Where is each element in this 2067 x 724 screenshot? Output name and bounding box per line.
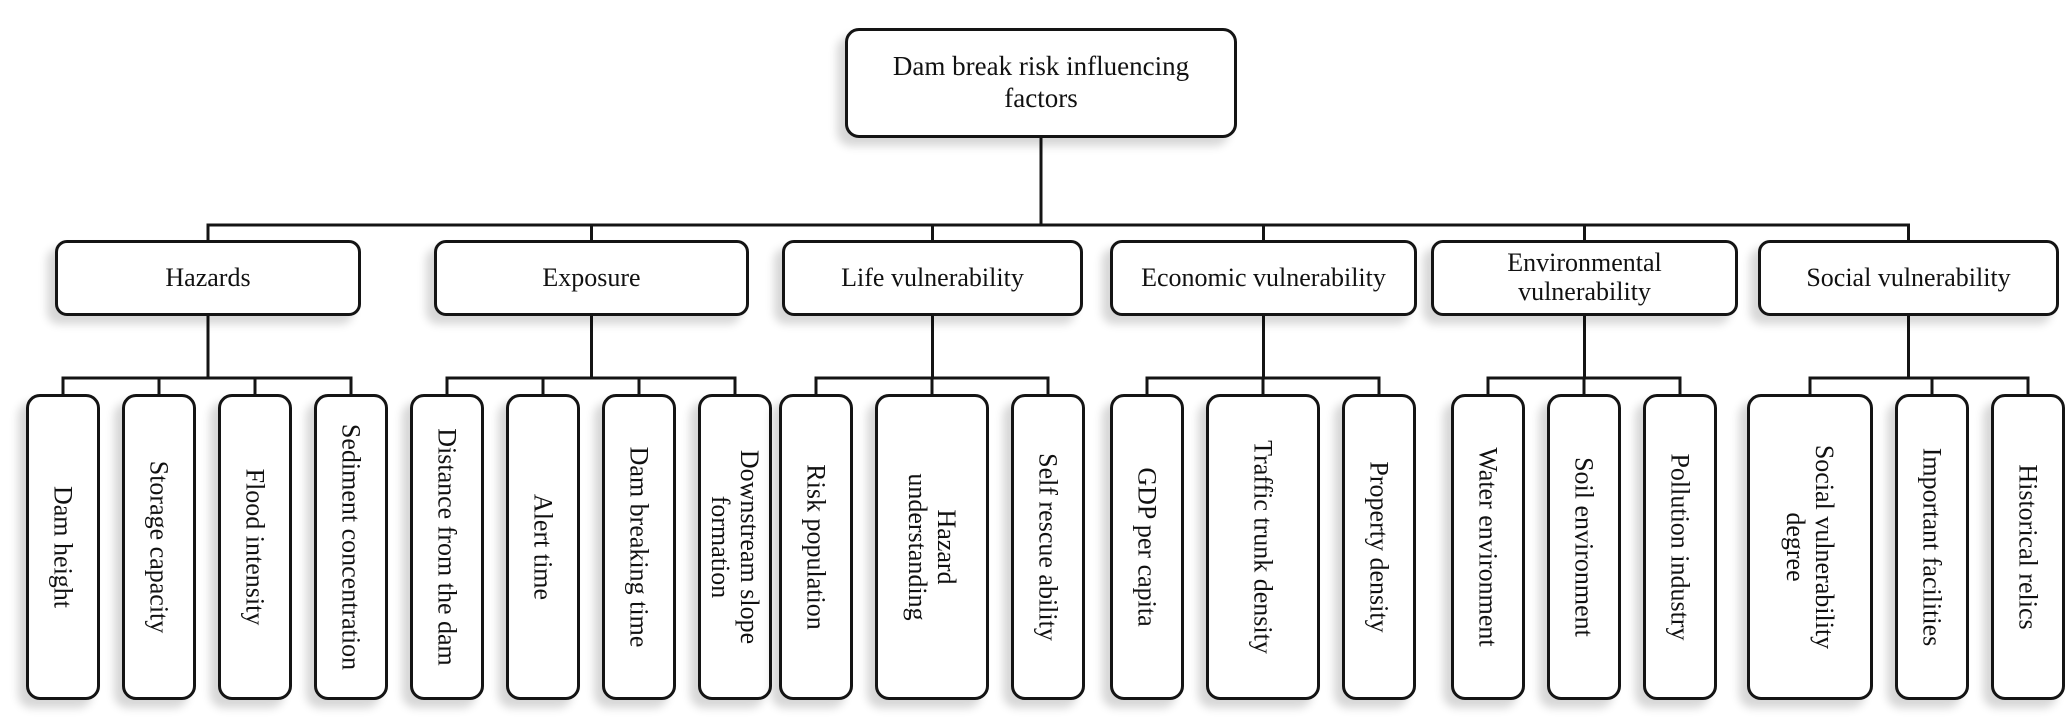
factor-property-density: Property density bbox=[1342, 394, 1416, 700]
factor-downstream-slope-formation: Downstream slope formation bbox=[698, 394, 772, 700]
children-row: Risk population Hazard understanding Sel… bbox=[779, 394, 1085, 700]
factor-sediment-concentration: Sediment concentration bbox=[314, 394, 388, 700]
factor-hazard-understanding: Hazard understanding bbox=[875, 394, 989, 700]
children-row: Distance from the dam Alert time Dam bre… bbox=[410, 394, 772, 700]
category-life-vulnerability: Life vulnerability bbox=[782, 240, 1083, 316]
category-exposure: Exposure bbox=[434, 240, 749, 316]
root-node: Dam break risk influencing factors bbox=[845, 28, 1237, 138]
factor-dam-breaking-time: Dam breaking time bbox=[602, 394, 676, 700]
category-social-vulnerability: Social vulnerability bbox=[1758, 240, 2059, 316]
factor-alert-time: Alert time bbox=[506, 394, 580, 700]
children-row: Dam height Storage capacity Flood intens… bbox=[26, 394, 388, 700]
children-row: GDP per capita Traffic trunk density Pro… bbox=[1110, 394, 1416, 700]
factor-soil-environment: Soil environment bbox=[1547, 394, 1621, 700]
factor-pollution-industry: Pollution industry bbox=[1643, 394, 1717, 700]
factor-flood-intensity: Flood intensity bbox=[218, 394, 292, 700]
factor-historical-relics: Historical relics bbox=[1991, 394, 2065, 700]
children-row: Water environment Soil environment Pollu… bbox=[1451, 394, 1717, 700]
factor-important-facilities: Important facilities bbox=[1895, 394, 1969, 700]
factor-traffic-trunk-density: Traffic trunk density bbox=[1206, 394, 1320, 700]
factor-social-vulnerability-degree: Social vulnerability degree bbox=[1747, 394, 1873, 700]
factor-water-environment: Water environment bbox=[1451, 394, 1525, 700]
children-row: Social vulnerability degree Important fa… bbox=[1747, 394, 2065, 700]
category-hazards: Hazards bbox=[55, 240, 361, 316]
factor-distance-from-dam: Distance from the dam bbox=[410, 394, 484, 700]
category-environmental-vulnerability: Environmental vulnerability bbox=[1431, 240, 1738, 316]
factor-self-rescue-ability: Self rescue ability bbox=[1011, 394, 1085, 700]
factor-risk-population: Risk population bbox=[779, 394, 853, 700]
factor-gdp-per-capita: GDP per capita bbox=[1110, 394, 1184, 700]
category-economic-vulnerability: Economic vulnerability bbox=[1110, 240, 1417, 316]
factor-dam-height: Dam height bbox=[26, 394, 100, 700]
factor-storage-capacity: Storage capacity bbox=[122, 394, 196, 700]
